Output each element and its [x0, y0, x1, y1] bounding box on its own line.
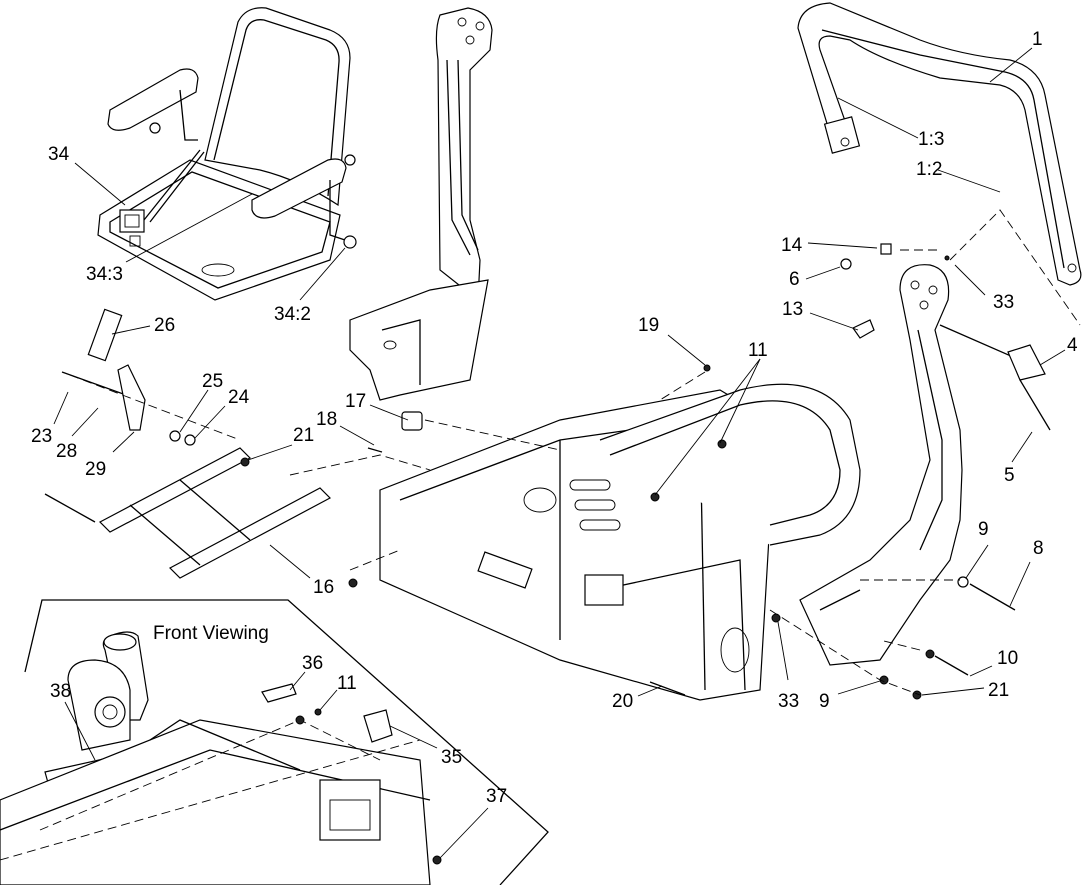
- callout-29: 29: [85, 459, 107, 480]
- callout-13: 13: [782, 299, 804, 320]
- callout-5: 5: [1004, 465, 1015, 486]
- callout-8: 8: [1033, 538, 1044, 559]
- callout-19: 19: [638, 315, 660, 336]
- callout-21-right: 21: [988, 680, 1010, 701]
- callout-11-lower: 11: [337, 673, 357, 694]
- callout-24: 24: [228, 387, 250, 408]
- callout-17: 17: [345, 391, 367, 412]
- front-viewing-inset: WARNING: [0, 599, 549, 885]
- callout-33-lower: 33: [778, 691, 800, 712]
- rops-hoop: [797, 2, 1082, 286]
- callout-34-3: 34:3: [86, 264, 123, 285]
- callout-16: 16: [313, 577, 335, 598]
- callout-26: 26: [154, 315, 176, 336]
- callout-33-upper: 33: [993, 292, 1015, 313]
- callout-38: 38: [50, 681, 72, 702]
- callout-23: 23: [31, 426, 53, 447]
- inset-title: Front Viewing: [153, 623, 269, 644]
- callout-1-3: 1:3: [918, 129, 945, 150]
- callout-14: 14: [781, 235, 803, 256]
- callout-37: 37: [486, 786, 508, 807]
- assembly-guide-lines: [69, 209, 1081, 696]
- rops-right-upright: [799, 264, 963, 666]
- callout-1: 1: [1032, 29, 1043, 50]
- seat-mount-rails: [44, 447, 331, 579]
- rops-left-upright: [349, 7, 493, 401]
- callout-6: 6: [789, 269, 800, 290]
- callout-1-2: 1:2: [916, 159, 943, 180]
- callout-25: 25: [202, 371, 224, 392]
- main-frame: [379, 383, 861, 701]
- callout-11-upper: 11: [748, 340, 768, 361]
- callout-9-lower: 9: [819, 691, 830, 712]
- callout-34-2: 34:2: [274, 304, 311, 325]
- callout-36: 36: [302, 653, 324, 674]
- callout-28: 28: [56, 441, 78, 462]
- callout-4: 4: [1067, 335, 1078, 356]
- callout-34: 34: [48, 144, 70, 165]
- callout-10: 10: [997, 648, 1019, 669]
- leader-lines: [53, 47, 1066, 697]
- callout-21-left: 21: [293, 425, 315, 446]
- seat-assembly: [97, 7, 357, 301]
- callout-35: 35: [441, 747, 463, 768]
- callout-9-upper: 9: [978, 519, 989, 540]
- callout-18: 18: [316, 409, 338, 430]
- callout-20: 20: [612, 691, 634, 712]
